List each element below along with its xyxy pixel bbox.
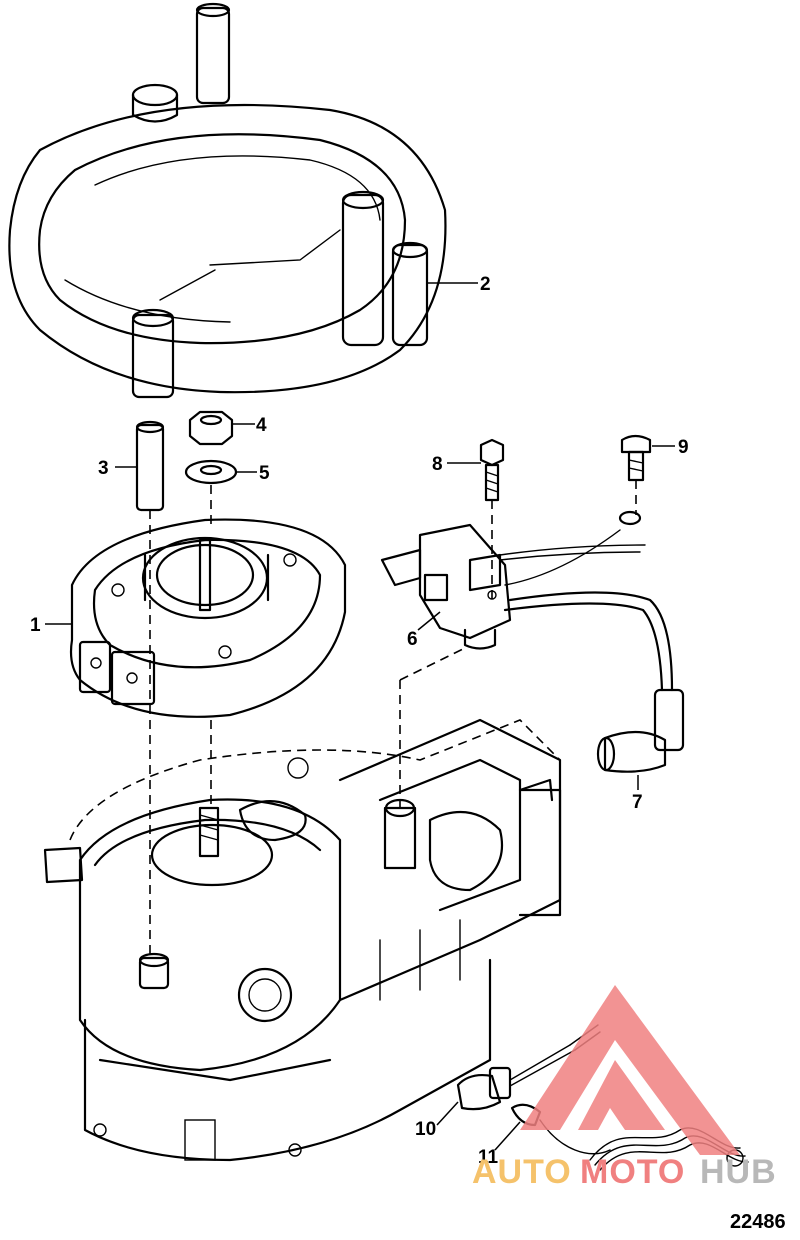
part-2-cover-bracket <box>8 2 447 399</box>
callout-10: 10 <box>415 1119 436 1140</box>
callout-1: 1 <box>30 615 41 636</box>
part-9-screw <box>620 434 652 482</box>
callout-4: 4 <box>256 415 267 436</box>
watermark-word-auto: AUTO <box>472 1153 572 1191</box>
callout-9: 9 <box>678 437 689 458</box>
callout-labels: 1 2 3 4 5 6 7 8 9 10 11 <box>30 274 689 1168</box>
callout-5: 5 <box>259 463 270 484</box>
callout-3: 3 <box>98 458 109 479</box>
watermark-word-hub: HUB <box>700 1153 777 1191</box>
part-3-sleeve <box>135 420 165 512</box>
callout-7: 7 <box>632 792 643 813</box>
part-7-plug-boot <box>596 688 685 773</box>
callout-11: 11 <box>478 1147 499 1168</box>
drawing-number: 22486 <box>730 1211 786 1233</box>
powerhead-assembly <box>43 718 562 1162</box>
part-4-nut <box>188 410 234 446</box>
part-1-stator-plate <box>69 518 347 718</box>
callout-8: 8 <box>432 454 443 475</box>
part-8-bolt <box>479 438 505 502</box>
watermark-word-moto: MOTO <box>580 1153 685 1191</box>
part-5-washer <box>184 459 238 485</box>
watermark-logo <box>520 985 740 1155</box>
watermark-mark <box>520 985 740 1155</box>
callout-2: 2 <box>480 274 491 295</box>
callout-6: 6 <box>407 629 418 650</box>
part-6-ignition-coil <box>380 510 674 692</box>
assembly-leader-lines <box>45 282 675 1151</box>
